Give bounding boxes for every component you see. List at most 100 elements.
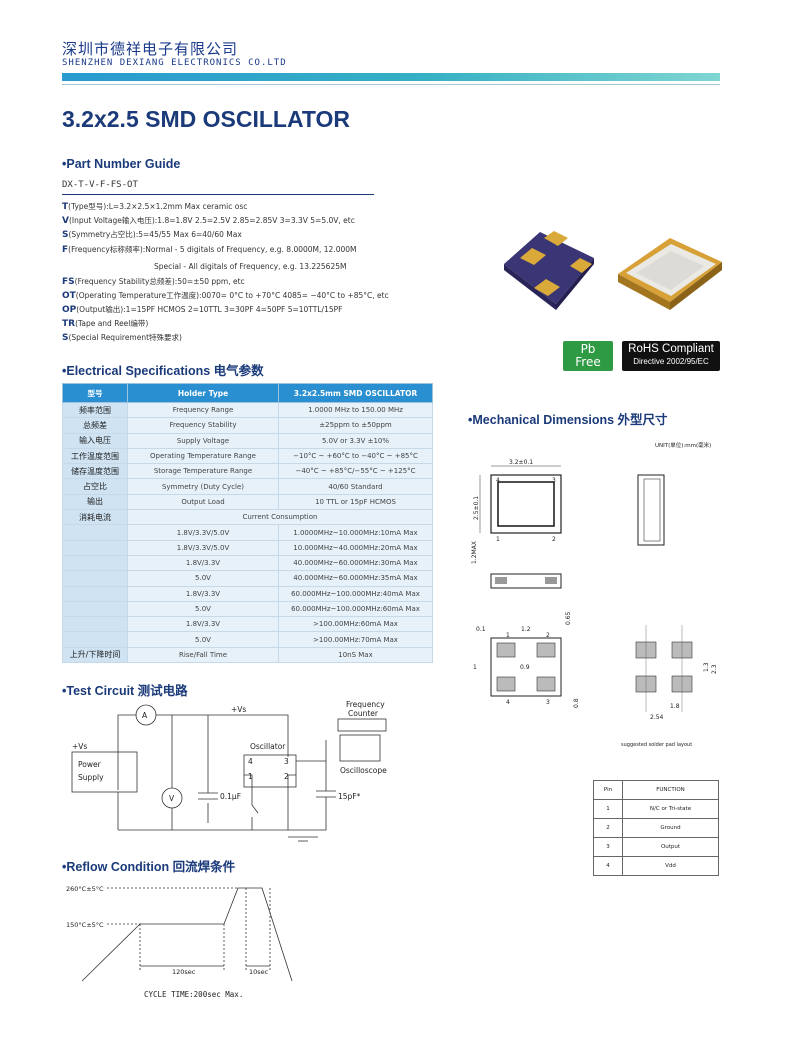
oscilloscope-label: Oscilloscope [340,766,387,775]
package-profile-outline [490,573,562,589]
part-number-line: FS(Frequency Stability总频差):50=±50 ppm, e… [62,276,245,287]
page-title: 3.2x2.5 SMD OSCILLATOR [62,106,350,132]
reflow-temp-high: 260°C±5°C [66,885,104,893]
bottom-pad-3 [536,676,556,692]
spec-cell-param: 5.0V [127,631,279,648]
reflow-profile-chart: 260°C±5°C 150°C±5°C 120sec 10sec CYCLE T… [66,885,293,999]
pb-free-line1: Pb [580,342,596,356]
part-number-line: F(Frequency标称频率):Normal - 5 digitals of … [62,244,357,255]
spec-cell-param: Supply Voltage [127,432,279,449]
ammeter-label: A [142,711,148,720]
function-pin: 3 [593,837,623,857]
part-number-key: TR [62,319,76,329]
power-label-2: Supply [78,773,104,782]
company-name-cn: 深圳市德祥电子有限公司 [62,40,239,58]
part-number-key: F [62,245,69,255]
cap1-label: 0.1μF [220,792,241,801]
part-number-desc: (Symmetry占空比):5=45/55 Max 6=40/60 Max [68,230,242,239]
b-pin-4: 4 [506,699,510,706]
spec-cell-model: 输出 [62,493,128,511]
spec-cell-model: 频率范围 [62,401,128,419]
part-number-desc: (Operating Temperature工作温度):0070= 0°C to… [75,291,389,300]
spec-cell-value: 10nS Max [278,646,433,664]
reflow-heading: •Reflow Condition 回流焊条件 [62,860,236,874]
spec-cell-value: 60.000MHz~100.000MHz:60mA Max [278,600,433,618]
bottom-pad-4 [496,676,516,692]
dim-l-23: 2.3 [711,664,718,674]
dim-b-065: 0.65 [565,611,572,625]
spec-cell-value: 10.000MHz~40.000MHz:20mA Max [278,539,433,556]
part-number-desc: (Output输出):1=15PF HCMOS 2=10TTL 3=30PF 4… [76,305,343,314]
part-number-line: T(Type型号):L=3.2×2.5×1.2mm Max ceramic os… [62,201,247,212]
pb-free-badge: Pb Free [563,341,613,371]
spec-cell-param: 1.8V/3.3V [127,554,279,572]
function-pin: 4 [593,856,623,876]
dim-b-01: 0.1 [476,626,486,633]
function-desc: FUNCTION [622,780,719,800]
part-number-key: S [62,230,69,240]
part-number-desc: (Frequency标称频率):Normal - 5 digitals of F… [68,245,357,254]
power-supply-box [71,751,138,793]
profile-pad-right [545,577,557,584]
osc-pin1: 1 [248,772,253,781]
spec-cell-model [62,539,128,556]
header-divider [62,84,720,85]
spec-row: 5.0V>100.00MHz:70mA Max [62,631,433,648]
dim-thickness: 1.2MAX [471,541,478,564]
part-number-desc: Special - All digitals of Frequency, e.g… [154,262,347,271]
spec-header-osc: 3.2x2.5mm SMD OSCILLATOR [278,383,433,403]
spec-cell-value: 1.0000MHz~10.000MHz:10mA Max [278,524,433,541]
part-number-line: S(Symmetry占空比):5=45/55 Max 6=40/60 Max [62,229,242,240]
part-number-underline [62,194,374,195]
spec-cell-param: Rise/Fall Time [127,646,279,664]
part-number-desc: (Input Voltage输入电压):1.8=1.8V 2.5=2.5V 2.… [68,216,355,225]
part-number-line: OP(Output输出):1=15PF HCMOS 2=10TTL 3=30PF… [62,304,342,315]
spec-cell-value: 10 TTL or 15pF HCMOS [278,493,433,511]
part-number-line: S(Special Requirement特殊要求) [62,332,182,343]
dim-b-08: 0.8 [573,698,580,708]
freq-counter-label-1: Frequency [346,700,385,709]
spec-cell-value: 1.0000 MHz to 150.00 MHz [278,401,433,419]
power-label-1: Power [78,760,102,769]
pin-top-right: 3 [552,477,556,484]
reflow-temp-low: 150°C±5°C [66,921,104,929]
spec-cell-model: 工作温度范围 [62,447,128,465]
part-number-key: T [62,202,69,212]
spec-cell-param: 5.0V [127,570,279,587]
oscillator-bottom-photo [504,231,594,310]
bottom-pad-2 [536,642,556,658]
reflow-curve [81,887,293,982]
dim-width: 3.2±0.1 [509,459,533,466]
spec-cell-model [62,631,128,648]
mechanical-drawing: 3.2±0.1 2.5±0.1 4 3 1 2 1.2MAX 0.1 1.2 0… [471,459,718,748]
function-desc: Ground [622,818,719,838]
spec-cell-model [62,600,128,618]
pb-free-line2: Free [575,355,601,369]
spec-cell-model [62,570,128,587]
spec-cell-value: >100.00MHz:70mA Max [278,631,433,648]
spec-cell-param: 1.8V/3.3V [127,616,279,633]
reflow-cycle-time: CYCLE TIME:200sec Max. [144,990,243,999]
spec-cell-value: 5.0V or 3.3V ±10% [278,432,433,449]
pin-top-left: 4 [496,477,500,484]
layout-caption: suggested solder pad layout [621,742,692,748]
spec-cell-param: Output Load [127,493,279,511]
freq-counter-label-2: Counter [348,709,379,718]
function-pin: 2 [593,818,623,838]
spec-cell-value: 60.000MHz~100.000MHz:40mA Max [278,585,433,602]
spec-cell-value: >100.00MHz:60mA Max [278,616,433,633]
spec-header-model: 型号 [62,383,128,403]
package-bottom-outline [490,637,562,697]
package-side-outline [637,474,665,546]
part-number-desc: (Tape and Reel编带) [75,319,149,328]
dim-height: 2.5±0.1 [473,496,480,520]
part-number-desc: (Special Requirement特殊要求) [68,333,182,342]
spec-cell-param: Storage Temperature Range [127,463,279,480]
